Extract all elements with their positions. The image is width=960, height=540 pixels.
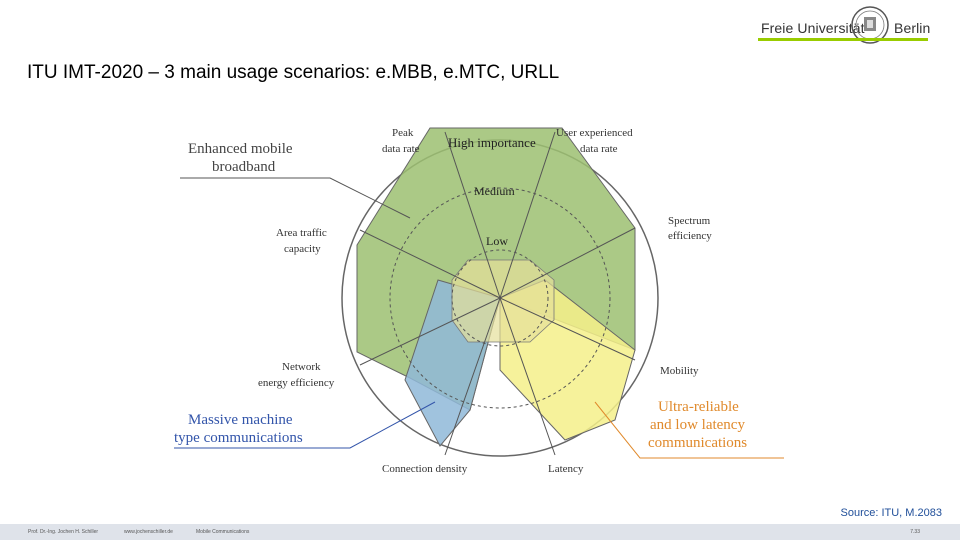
axis-label-area-1: Area traffic xyxy=(276,227,327,239)
ring-label-low: Low xyxy=(486,234,508,248)
footer-bar: Prof. Dr.-Ing. Jochen H. Schiller www.jo… xyxy=(0,524,960,540)
source-caption: Source: ITU, M.2083 xyxy=(840,507,943,519)
axis-label-mobility: Mobility xyxy=(660,365,699,377)
footer-course: Mobile Communications xyxy=(196,529,250,535)
mmtc-pointer xyxy=(174,401,436,449)
scenario-urllc-3: communications xyxy=(648,435,747,451)
scenario-embb-1: Enhanced mobile xyxy=(188,141,293,157)
seal-icon xyxy=(851,6,889,44)
axis-label-peak-2: data rate xyxy=(382,143,420,155)
embb-pointer xyxy=(180,177,411,219)
axis-label-spectrum-1: Spectrum xyxy=(668,215,711,227)
urllc-pointer xyxy=(594,401,784,459)
ring-label-high: High importance xyxy=(448,135,536,150)
axis-label-spectrum-2: efficiency xyxy=(668,230,712,242)
axis-label-user-2: data rate xyxy=(580,143,618,155)
axis-label-connection: Connection density xyxy=(382,463,468,475)
logo-text-left: Freie Universität xyxy=(761,20,865,36)
axis-label-peak-1: Peak xyxy=(392,127,414,139)
scenario-urllc-2: and low latency xyxy=(650,417,745,433)
usage-scenarios-diagram: High importance Medium Low Peak data rat… xyxy=(174,127,784,475)
axis-label-area-2: capacity xyxy=(284,243,321,255)
footer-page-number: 7.33 xyxy=(910,529,920,535)
axis-label-latency: Latency xyxy=(548,463,584,475)
university-logo: Freie Universität Berlin xyxy=(758,4,930,48)
logo-text-right: Berlin xyxy=(894,20,931,36)
scenario-mmtc-2: type communications xyxy=(174,430,303,446)
footer-author: Prof. Dr.-Ing. Jochen H. Schiller xyxy=(28,529,99,535)
axis-label-user-1: User experienced xyxy=(556,127,633,139)
low-ring xyxy=(451,249,549,347)
axis-label-network-2: energy efficiency xyxy=(258,377,335,389)
axis-spokes xyxy=(359,131,636,456)
scenario-embb-2: broadband xyxy=(212,159,276,175)
axis-label-network-1: Network xyxy=(282,361,321,373)
scenario-mmtc-1: Massive machine xyxy=(188,412,293,428)
footer-url: www.jochenschiller.de xyxy=(124,529,173,535)
low-area xyxy=(451,259,555,343)
logo-underline xyxy=(758,38,928,41)
scenario-urllc-1: Ultra-reliable xyxy=(658,399,739,415)
page-title: ITU IMT-2020 – 3 main usage scenarios: e… xyxy=(27,62,560,83)
ring-label-medium: Medium xyxy=(474,184,515,198)
medium-ring xyxy=(389,187,611,409)
